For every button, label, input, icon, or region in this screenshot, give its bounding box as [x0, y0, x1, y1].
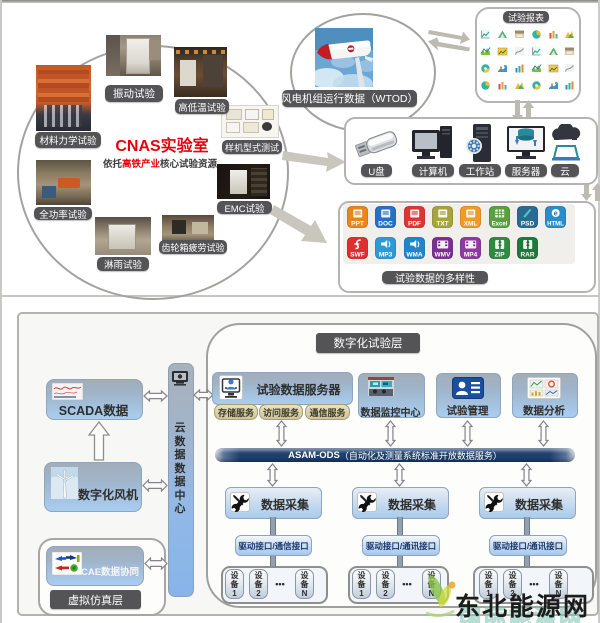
svg-text:PSD: PSD: [521, 221, 535, 228]
svg-text:PDF: PDF: [408, 221, 421, 228]
svg-text:XML: XML: [464, 221, 478, 228]
svg-text:Excel: Excel: [492, 222, 508, 228]
svg-text:WMA: WMA: [406, 252, 423, 259]
svg-text:SWF: SWF: [350, 252, 364, 259]
svg-text:PPT: PPT: [351, 221, 364, 228]
svg-text:MP3: MP3: [379, 252, 393, 259]
svg-text:RAR: RAR: [520, 252, 534, 259]
svg-text:ZIP: ZIP: [494, 252, 505, 259]
svg-text:e: e: [554, 211, 558, 218]
svg-text:MP4: MP4: [464, 252, 478, 259]
svg-text:DOC: DOC: [378, 221, 393, 228]
svg-text:HTML: HTML: [547, 222, 564, 228]
svg-text:TXT: TXT: [436, 221, 448, 228]
svg-text:WMV: WMV: [435, 252, 452, 259]
